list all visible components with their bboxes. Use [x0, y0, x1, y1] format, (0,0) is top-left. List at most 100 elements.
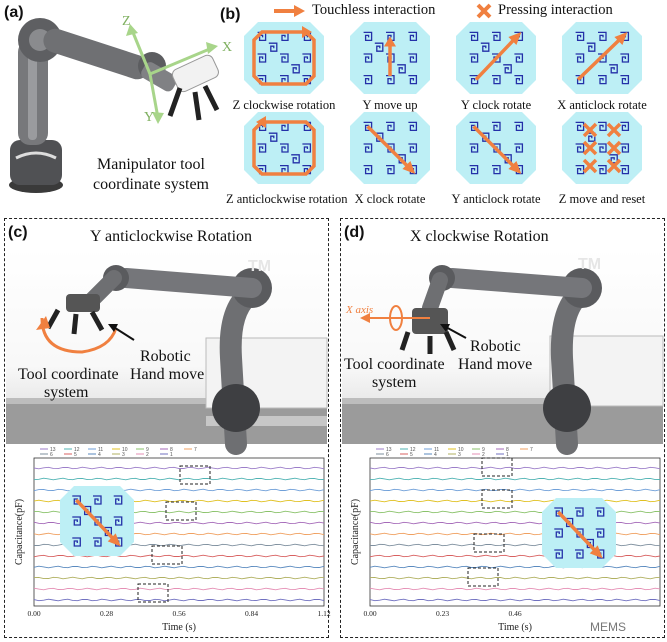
gesture-pad-icon [244, 112, 324, 184]
x-axis-label: Time (s) [162, 622, 196, 633]
series-line [33, 565, 325, 569]
legend-pressing: Pressing interaction [498, 2, 613, 18]
axis-z-label: Z [122, 14, 131, 29]
highlight-box [151, 545, 183, 565]
y-axis-label: Capacitance(pF) [350, 499, 361, 565]
gesture-caption: Y clock rotate [460, 98, 532, 112]
highlight-box [481, 457, 513, 477]
series-line [33, 477, 325, 481]
legend-entry: 5 [410, 452, 413, 458]
legend-entry: 7 [194, 447, 197, 453]
gesture-pad-icon [350, 22, 430, 94]
legend-entry: 5 [74, 452, 77, 458]
series-line [369, 587, 661, 591]
panel-d-tool-label-1: Tool coordinate [344, 356, 445, 373]
legend-entry: 1 [170, 452, 173, 458]
panel-c-title: Y anticlockwise Rotation [90, 228, 253, 245]
legend-entry: 7 [530, 447, 533, 453]
series-line [33, 466, 325, 470]
series-line [369, 466, 661, 470]
series-line [369, 598, 661, 602]
gesture-pad-icon [244, 22, 324, 94]
gesture-caption: Y move up [362, 98, 418, 112]
legend-entry: 13 [386, 447, 392, 453]
series-line [369, 477, 661, 481]
panel-a-caption-2: coordinate system [93, 176, 209, 193]
gesture-caption: Z anticlockwise rotation [226, 192, 348, 206]
x-tick-label: 0.46 [508, 609, 521, 618]
gesture-pad-5 [244, 112, 324, 184]
legend-entry: 2 [146, 452, 149, 458]
legend-touchless: Touchless interaction [312, 2, 436, 18]
y-axis-label: Capacitance(pF) [14, 499, 25, 565]
x-axis-label: Time (s) [498, 622, 532, 633]
legend-entry: 12 [410, 447, 416, 453]
legend-entry: 2 [482, 452, 485, 458]
panel-c-tool-label-1: Tool coordinate [18, 366, 119, 383]
highlight-box [481, 489, 513, 509]
gesture-pad-4 [562, 22, 642, 94]
gesture-pad-3 [456, 22, 536, 94]
panel-d-robot-label-2: Hand move [458, 356, 533, 373]
highlight-box [467, 567, 499, 587]
x-tick-label: 0.23 [436, 609, 449, 618]
panel-d-robot-label-1: Robotic [470, 338, 521, 355]
gesture-pad-6 [350, 112, 430, 184]
panel-b-label: (b) [220, 6, 241, 23]
gesture-pad-1 [244, 22, 324, 94]
x-tick-label: 0.56 [172, 609, 185, 618]
axis-x-label: X [222, 40, 233, 55]
panel-d-axis-label: X axis [346, 304, 374, 316]
highlight-box [137, 583, 169, 603]
x-tick-label: 1.12 [317, 609, 330, 618]
panel-c-photo [6, 248, 328, 455]
x-tick-label: 0.28 [100, 609, 113, 618]
highlight-box [165, 501, 197, 521]
legend-entry: 4 [98, 452, 101, 458]
legend-entry: 6 [50, 452, 53, 458]
legend-entry: 12 [74, 447, 80, 453]
series-line [369, 499, 661, 503]
gesture-caption: X anticlock rotate [557, 98, 647, 112]
legend-entry: 9 [146, 447, 149, 453]
legend-entry: 10 [122, 447, 128, 453]
arrow-legend-icon [274, 5, 305, 17]
x-tick-label: 0.84 [245, 609, 258, 618]
chart-gesture-pad [60, 486, 134, 556]
panel-c-tool-label-2: system [44, 384, 89, 401]
gesture-pad-8 [562, 112, 642, 184]
watermark: MEMS [590, 620, 626, 634]
series-line [33, 587, 325, 591]
series-line [369, 576, 661, 580]
gesture-caption: Z clockwise rotation [232, 98, 336, 112]
legend-entry: 1 [506, 452, 509, 458]
legend-entry: 3 [122, 452, 125, 458]
highlight-box [179, 465, 211, 485]
axis-y-label: Y [144, 110, 155, 125]
legend-entry: 8 [506, 447, 509, 453]
gesture-pad-icon [456, 112, 536, 184]
legend-entry: 9 [482, 447, 485, 453]
highlight-box [473, 533, 505, 553]
series-line [369, 565, 661, 569]
legend-entry: 8 [170, 447, 173, 453]
chart-gesture-pad [542, 498, 616, 568]
gesture-pad-7 [456, 112, 536, 184]
legend-entry: 3 [458, 452, 461, 458]
gesture-pad-2 [350, 22, 430, 94]
panel-c-robot-label-1: Robotic [140, 348, 191, 365]
manipulator-illustration [9, 18, 220, 193]
legend-entry: 4 [434, 452, 437, 458]
legend-entry: 13 [50, 447, 56, 453]
panel-a-label: (a) [4, 4, 24, 21]
cross-legend-icon [476, 3, 492, 19]
panel-d-tool-label-2: system [372, 374, 417, 391]
panel-d-photo [342, 248, 664, 455]
panel-c-logo: TM [248, 258, 272, 275]
legend-entry: 6 [386, 452, 389, 458]
legend-entry: 11 [434, 447, 439, 453]
gesture-pad-icon [350, 112, 430, 184]
legend-entry: 10 [458, 447, 464, 453]
